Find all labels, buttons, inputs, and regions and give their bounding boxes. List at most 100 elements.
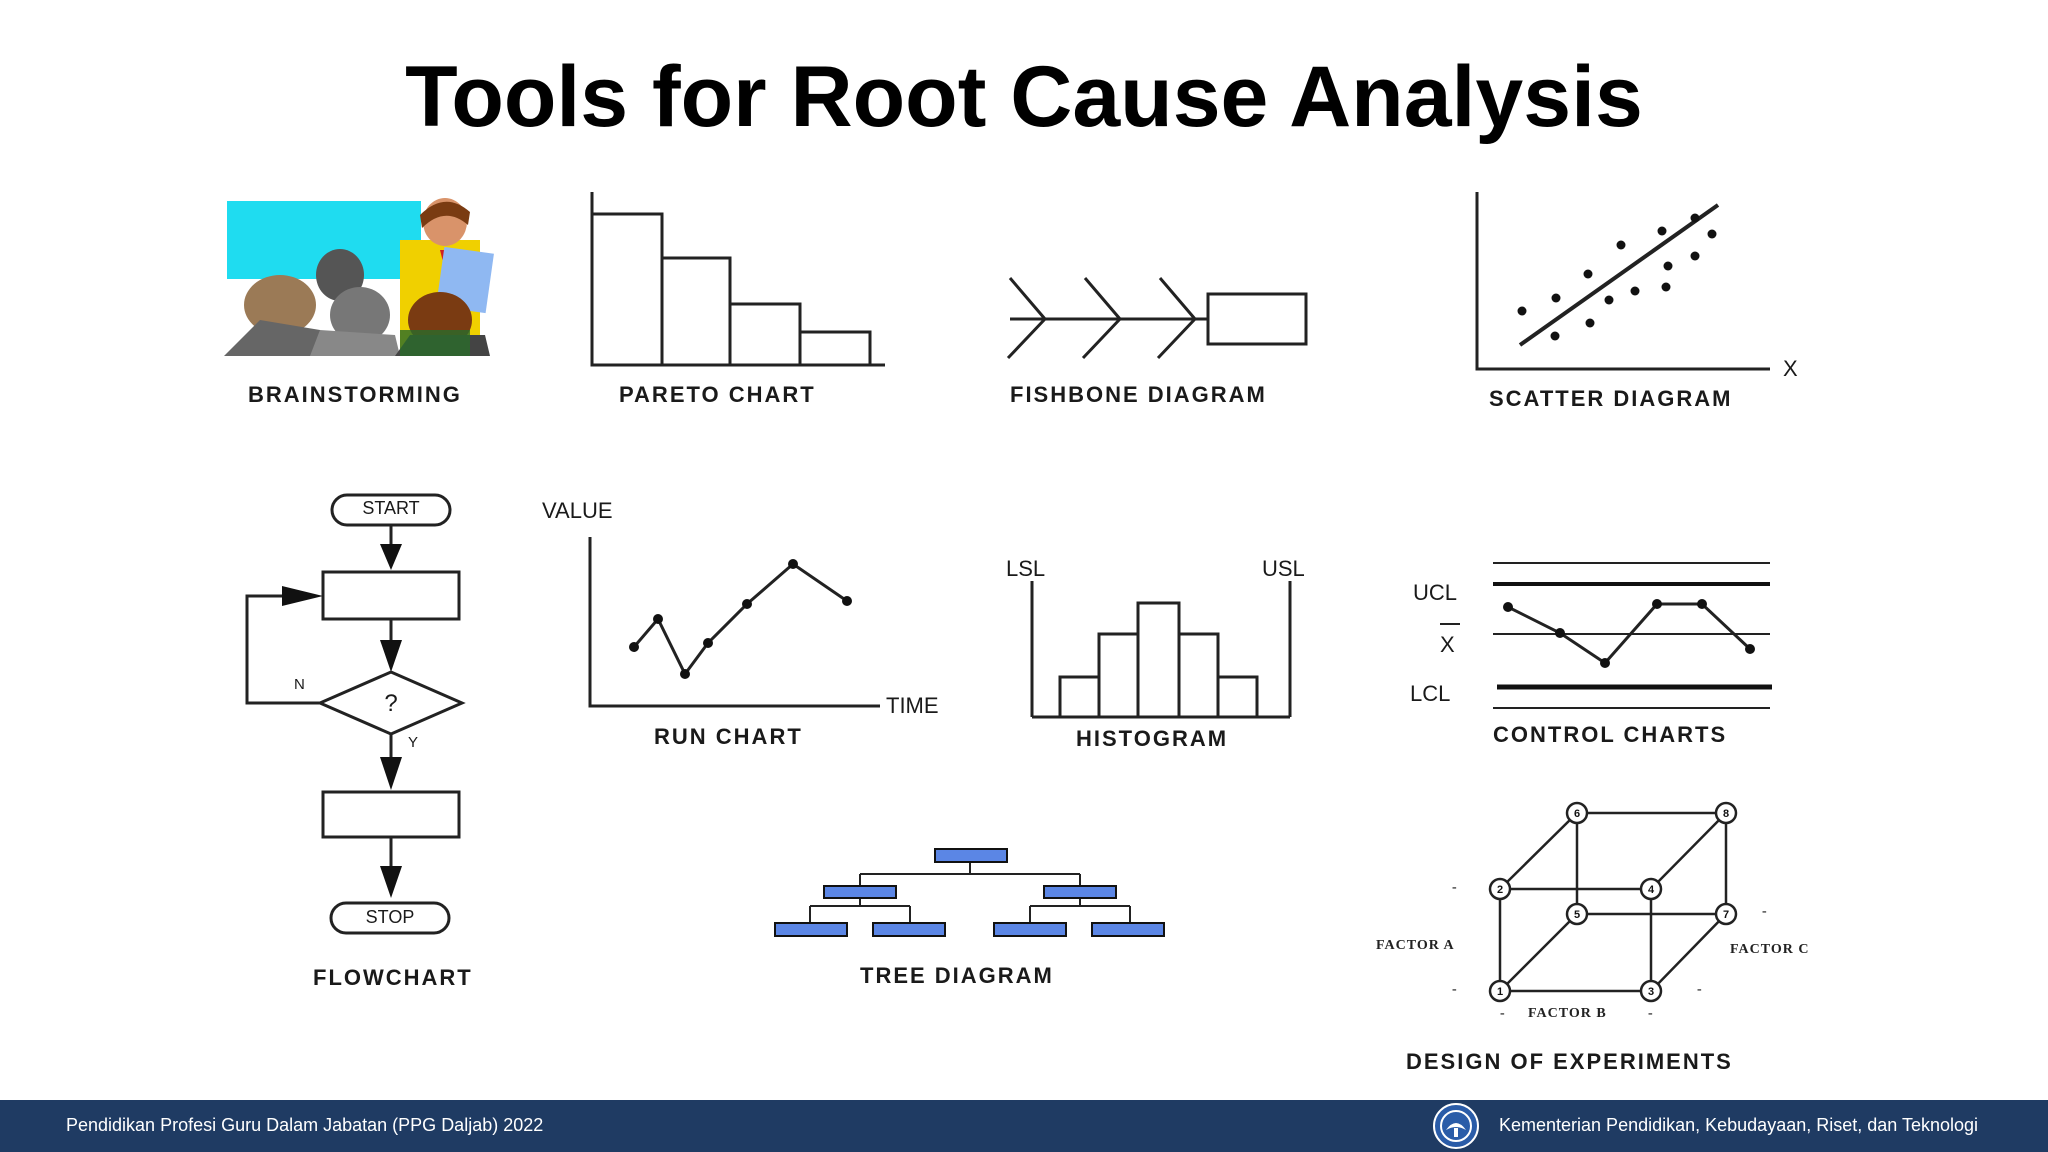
control-point xyxy=(1652,599,1662,609)
run-point xyxy=(788,559,798,569)
control-point xyxy=(1503,602,1513,612)
run-chart-label: RUN CHART xyxy=(654,724,803,749)
tree-node xyxy=(934,848,1008,863)
flowchart xyxy=(245,493,466,935)
brainstorming-illustration xyxy=(224,198,494,356)
doe-node xyxy=(1488,877,1512,901)
doe-node-label: 5 xyxy=(1574,909,1580,921)
histogram-label: HISTOGRAM xyxy=(1076,726,1229,751)
doe-node-label: 8 xyxy=(1723,808,1729,820)
tree-node xyxy=(774,922,848,937)
scatter-point xyxy=(1630,286,1640,296)
histogram-bar xyxy=(1058,675,1101,719)
footer-program-text: Pendidikan Profesi Guru Dalam Jabatan (P… xyxy=(66,1115,544,1135)
scatter-diagram-label: SCATTER DIAGRAM xyxy=(1489,386,1733,411)
diagram-artwork: 1 2 3 4 5 6 7 8 xyxy=(224,192,1772,1003)
control-ucl-label: UCL xyxy=(1413,580,1458,605)
scatter-point xyxy=(1690,213,1700,223)
run-chart xyxy=(588,537,880,708)
histogram xyxy=(1030,581,1292,719)
flowchart-stop-terminal xyxy=(329,901,451,935)
run-chart-x-axis-label: TIME xyxy=(886,693,939,718)
doe-node xyxy=(1639,877,1663,901)
ministry-logo-icon xyxy=(1433,1103,1479,1149)
fishbone-diagram-label: FISHBONE DIAGRAM xyxy=(1010,382,1267,407)
control-point xyxy=(1697,599,1707,609)
pareto-bar xyxy=(590,212,664,367)
doe-minus-sign: - xyxy=(1697,982,1703,997)
run-point xyxy=(703,638,713,648)
flowchart-yes-label: Y xyxy=(408,734,419,751)
doe-node-label: 1 xyxy=(1497,986,1503,998)
flowchart-decision-text: ? xyxy=(384,690,398,717)
doe-cube: 1 2 3 4 5 6 7 8 xyxy=(1488,801,1738,1003)
flowchart-process-box xyxy=(321,790,461,839)
control-point xyxy=(1600,658,1610,668)
flowchart-stop-text: STOP xyxy=(365,907,415,927)
run-point xyxy=(742,599,752,609)
tree-diagram xyxy=(774,848,1165,937)
scatter-point xyxy=(1583,269,1593,279)
run-chart-y-axis-label: VALUE xyxy=(542,498,613,523)
scatter-point xyxy=(1661,282,1671,292)
brainstorming-label: BRAINSTORMING xyxy=(248,382,462,407)
flowchart-label: FLOWCHART xyxy=(313,965,473,990)
pareto-chart xyxy=(590,192,885,367)
run-point xyxy=(680,669,690,679)
control-chart xyxy=(1440,562,1772,709)
scatter-point xyxy=(1657,226,1667,236)
doe-node-label: 3 xyxy=(1648,986,1654,998)
doe-minus-sign: - xyxy=(1762,904,1768,919)
scatter-point xyxy=(1550,331,1560,341)
footer-bar: Pendidikan Profesi Guru Dalam Jabatan (P… xyxy=(0,1100,2048,1152)
pareto-chart-label: PARETO CHART xyxy=(619,382,816,407)
histogram-lsl-label: LSL xyxy=(1006,556,1046,581)
doe-minus-sign: - xyxy=(1648,1006,1654,1021)
histogram-usl-label: USL xyxy=(1262,556,1305,581)
histogram-bar xyxy=(1097,632,1140,719)
scatter-point xyxy=(1551,293,1561,303)
scatter-point xyxy=(1604,295,1614,305)
doe-node-label: 6 xyxy=(1574,808,1580,820)
doe-minus-sign: - xyxy=(1452,880,1458,895)
doe-node xyxy=(1714,902,1738,926)
run-point xyxy=(842,596,852,606)
histogram-bar xyxy=(1177,632,1220,719)
pareto-bar xyxy=(728,302,802,367)
fishbone-diagram xyxy=(1006,277,1308,360)
doe-minus-sign: - xyxy=(1500,1006,1506,1021)
flowchart-no-label: N xyxy=(294,676,305,693)
doe-label: DESIGN OF EXPERIMENTS xyxy=(1406,1049,1733,1074)
doe-factor-c-label: FACTOR C xyxy=(1730,942,1810,957)
scatter-point xyxy=(1517,306,1527,316)
tree-diagram-label: TREE DIAGRAM xyxy=(860,963,1054,988)
doe-node xyxy=(1565,801,1589,825)
pareto-bar xyxy=(660,256,732,367)
scatter-point xyxy=(1585,318,1595,328)
tree-node xyxy=(1091,922,1165,937)
control-mean-label: X xyxy=(1440,632,1455,657)
control-point xyxy=(1555,628,1565,638)
flowchart-process-box xyxy=(321,570,461,621)
scatter-point xyxy=(1663,261,1673,271)
tree-node xyxy=(1043,885,1117,899)
page-title: Tools for Root Cause Analysis xyxy=(405,49,1643,145)
run-point xyxy=(653,614,663,624)
scatter-point xyxy=(1690,251,1700,261)
histogram-bar xyxy=(1136,601,1181,719)
doe-node-label: 7 xyxy=(1723,909,1729,921)
fishbone-head xyxy=(1206,292,1308,346)
control-charts-label: CONTROL CHARTS xyxy=(1493,722,1728,747)
run-point xyxy=(629,642,639,652)
doe-node xyxy=(1565,902,1589,926)
doe-node xyxy=(1488,979,1512,1003)
doe-factor-a-label: FACTOR A xyxy=(1376,938,1455,953)
tree-node xyxy=(872,922,946,937)
doe-factor-b-label: FACTOR B xyxy=(1528,1006,1607,1021)
histogram-bar xyxy=(1216,675,1259,719)
scatter-diagram xyxy=(1475,192,1770,371)
control-point xyxy=(1745,644,1755,654)
doe-minus-sign: - xyxy=(1452,982,1458,997)
doe-node xyxy=(1639,979,1663,1003)
pareto-bar xyxy=(798,330,872,367)
